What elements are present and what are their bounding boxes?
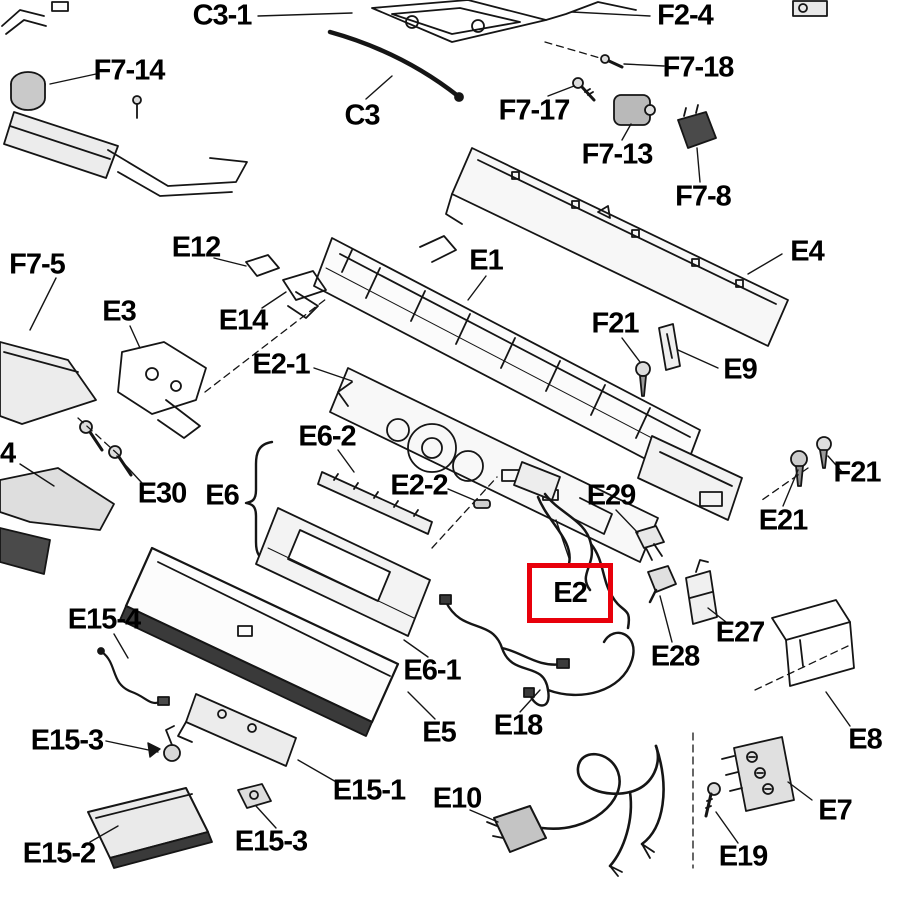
label-f7-13[interactable]: F7-13	[581, 138, 654, 171]
art-e27-bracket	[685, 559, 718, 625]
label-e4[interactable]: E4	[790, 235, 824, 268]
art-left-tray	[0, 341, 97, 425]
art-left-arm	[0, 467, 115, 575]
label-e15-2[interactable]: E15-2	[22, 837, 96, 870]
art-e6-panel	[255, 507, 431, 637]
art-misc-top-right	[792, 0, 828, 17]
label-e15-3b[interactable]: E15-3	[234, 825, 308, 858]
label-e21[interactable]: E21	[758, 504, 809, 537]
label-e9[interactable]: E9	[723, 353, 757, 386]
art-e6-2-strip	[317, 471, 433, 535]
art-e15-3a-grommet	[163, 725, 181, 762]
art-f7-13-motor	[613, 94, 656, 126]
label-e15-3a[interactable]: E15-3	[30, 724, 104, 757]
label-e6-2[interactable]: E6-2	[298, 420, 356, 453]
label-e27[interactable]: E27	[715, 616, 766, 649]
label-f21-mid[interactable]: F21	[591, 307, 640, 340]
label-f7-17[interactable]: F7-17	[498, 94, 571, 127]
label-4-partial[interactable]: 4	[0, 437, 16, 470]
art-e15-2-cover	[87, 787, 213, 869]
label-f7-18[interactable]: F7-18	[662, 51, 735, 84]
art-e18-harness	[439, 594, 635, 707]
label-e30[interactable]: E30	[137, 477, 188, 510]
label-f21-right[interactable]: F21	[833, 456, 882, 489]
art-e1-end-bracket	[637, 435, 743, 521]
label-e14[interactable]: E14	[218, 304, 269, 337]
label-e6-1[interactable]: E6-1	[403, 654, 461, 687]
label-e2-2[interactable]: E2-2	[390, 469, 448, 502]
art-e29-part	[635, 525, 665, 561]
label-e15-1[interactable]: E15-1	[332, 774, 406, 807]
label-e29[interactable]: E29	[586, 479, 637, 512]
label-e28[interactable]: E28	[650, 640, 701, 673]
art-e2-1-board	[329, 367, 659, 563]
art-f7-17-screw	[572, 77, 596, 102]
art-e15-1-bracket	[177, 693, 297, 767]
art-e15-3b-part	[237, 783, 272, 809]
label-e10[interactable]: E10	[432, 782, 483, 815]
art-f21-screw-right	[816, 436, 832, 469]
label-c3-1[interactable]: C3-1	[192, 0, 253, 32]
e2-highlight-box[interactable]: E2	[527, 563, 613, 623]
label-f7-14[interactable]: F7-14	[93, 54, 166, 87]
art-top-carriage	[371, 0, 637, 43]
label-e12[interactable]: E12	[171, 231, 222, 264]
label-e3[interactable]: E3	[102, 295, 136, 328]
art-e14-part	[282, 270, 327, 319]
art-f21-screw-mid	[635, 361, 651, 397]
label-f7-5[interactable]: F7-5	[9, 248, 66, 281]
dashed-alignment-lines	[77, 41, 849, 869]
art-e1-rail	[313, 235, 701, 479]
art-e5-panel	[119, 546, 400, 737]
label-f7-8[interactable]: F7-8	[675, 180, 732, 213]
label-e2-1[interactable]: E2-1	[252, 348, 310, 381]
art-e8-bracket	[771, 599, 855, 687]
label-e5[interactable]: E5	[422, 716, 456, 749]
art-f7-18-screw	[600, 54, 624, 69]
art-e21-bolt	[790, 450, 808, 487]
label-e1[interactable]: E1	[469, 244, 503, 277]
label-e7[interactable]: E7	[818, 794, 852, 827]
label-e19[interactable]: E19	[718, 840, 769, 873]
art-e6-brace	[244, 440, 274, 564]
label-c3[interactable]: C3	[344, 99, 380, 132]
art-e2-2-part	[473, 499, 491, 509]
art-c3-rod	[327, 29, 464, 102]
art-e12-part	[245, 254, 280, 277]
art-e9-plate	[658, 323, 681, 371]
art-f7-14-cluster	[3, 71, 248, 197]
art-f7-8-connector	[677, 104, 717, 149]
label-e18[interactable]: E18	[493, 709, 544, 742]
art-corner-fragments	[1, 1, 69, 35]
label-e2[interactable]: E2	[553, 576, 587, 609]
art-e19-screw	[704, 782, 721, 818]
art-e10-cord	[486, 744, 665, 877]
label-e15-4[interactable]: E15-4	[67, 603, 141, 636]
label-f2-4[interactable]: F2-4	[657, 0, 714, 32]
art-e30-screws	[79, 420, 133, 477]
art-e4-panel	[445, 147, 789, 347]
label-e6[interactable]: E6	[205, 479, 239, 512]
art-e28-part	[647, 565, 677, 604]
art-e7-terminal-block	[721, 736, 795, 812]
art-e3-bracket	[117, 341, 207, 439]
label-e8[interactable]: E8	[848, 723, 882, 756]
art-e15-4-wire	[97, 647, 170, 706]
